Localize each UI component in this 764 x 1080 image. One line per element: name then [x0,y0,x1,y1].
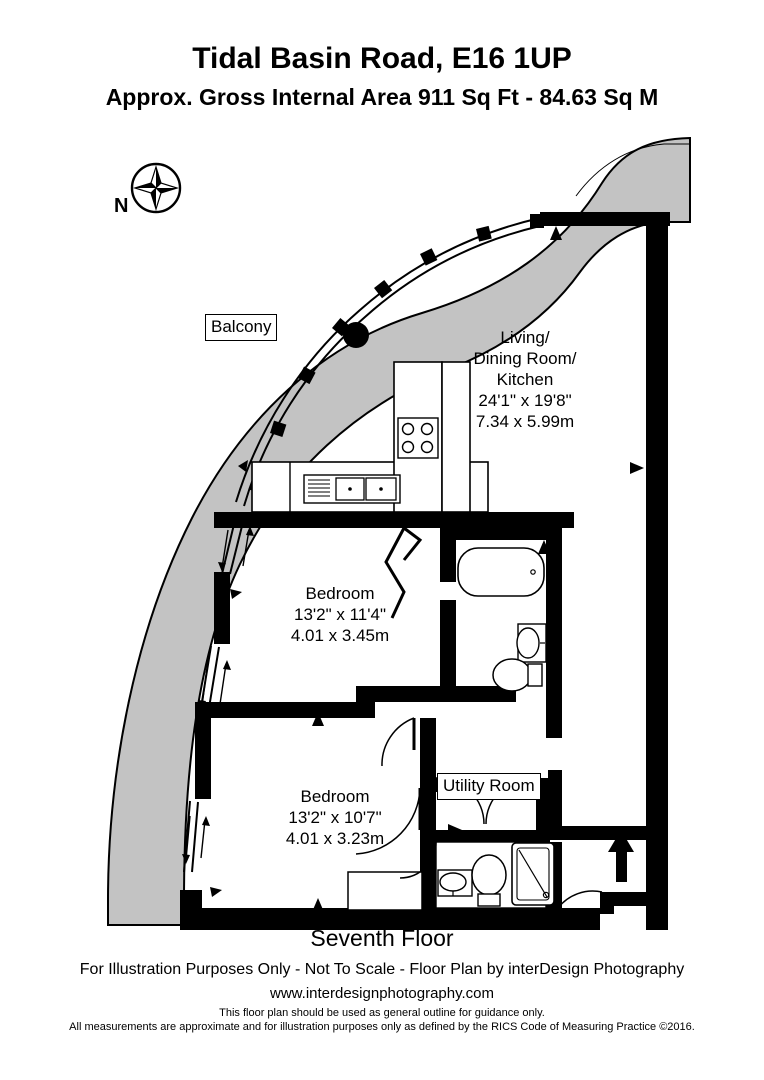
room-name-line-1: Living/ [500,328,550,347]
bathtub-icon [457,547,545,597]
shower-room-door-icon [399,841,437,879]
wash-basin-icon-2 [437,869,473,897]
room-label-bedroom-1: Bedroom 13'2" x 11'4" 4.01 x 3.45m [250,583,430,646]
compass-rose-icon [130,162,182,214]
wash-basin-icon [516,623,547,663]
bedroom1-door-icon [381,717,416,767]
room-name-line-2: Dining Room/ [473,349,577,368]
kitchen-hob-icon [397,417,439,459]
kitchen-fixtures [251,361,489,513]
disclaimer-line-2: All measurements are approximate and for… [69,1021,695,1033]
wall-tick-arrows [312,226,644,912]
kitchen-sink-icon [303,474,401,504]
website-line[interactable]: www.interdesignphotography.com [269,985,494,1002]
plan-header: Tidal Basin Road, E16 1UP Approx. Gross … [0,42,764,112]
structural-column [343,322,369,348]
interior-walls [195,512,658,914]
room-name: Bedroom [305,584,375,603]
balcony-label: Balcony [205,314,278,341]
bifold-door-icon [384,526,423,619]
bedroom2-wardrobe [347,871,423,911]
credit-line: For Illustration Purposes Only - Not To … [79,961,685,978]
entrance-arrow-icon [608,830,634,882]
room-label-bedroom-2: Bedroom 13'2" x 10'7" 4.01 x 3.23m [245,786,425,849]
room-dim-imperial: 13'2" x 10'7" [288,808,382,827]
compass-north-label: N [114,195,129,217]
entrance-door-icon [557,890,603,909]
room-name: Bedroom [300,787,370,806]
page-title: Tidal Basin Road, E16 1UP [192,42,572,75]
shower-room-fixtures [435,841,555,909]
utility-room-label: Utility Room [437,773,541,800]
toilet-icon-2 [471,854,507,907]
room-name-line-3: Kitchen [496,370,554,389]
exterior-walls [180,212,670,930]
disclaimer-line-1: This floor plan should be used as genera… [219,1007,545,1019]
room-dim-imperial: 24'1" x 19'8" [478,391,572,410]
floor-name: Seventh Floor [310,925,454,951]
toilet-icon [492,658,543,692]
bedroom2-door-icon [355,787,422,855]
room-dim-metric: 4.01 x 3.45m [290,626,390,645]
room-dim-metric: 7.34 x 5.99m [475,412,575,431]
gross-internal-area: Approx. Gross Internal Area 911 Sq Ft - … [105,84,659,110]
room-dim-imperial: 13'2" x 11'4" [294,605,386,624]
sliding-direction-arrows [182,526,254,864]
room-label-living-dining-kitchen: Living/ Dining Room/ Kitchen 24'1" x 19'… [440,327,610,432]
shower-tray-icon [511,842,555,906]
bathroom-fixtures [457,547,547,692]
room-dim-metric: 4.01 x 3.23m [285,829,385,848]
